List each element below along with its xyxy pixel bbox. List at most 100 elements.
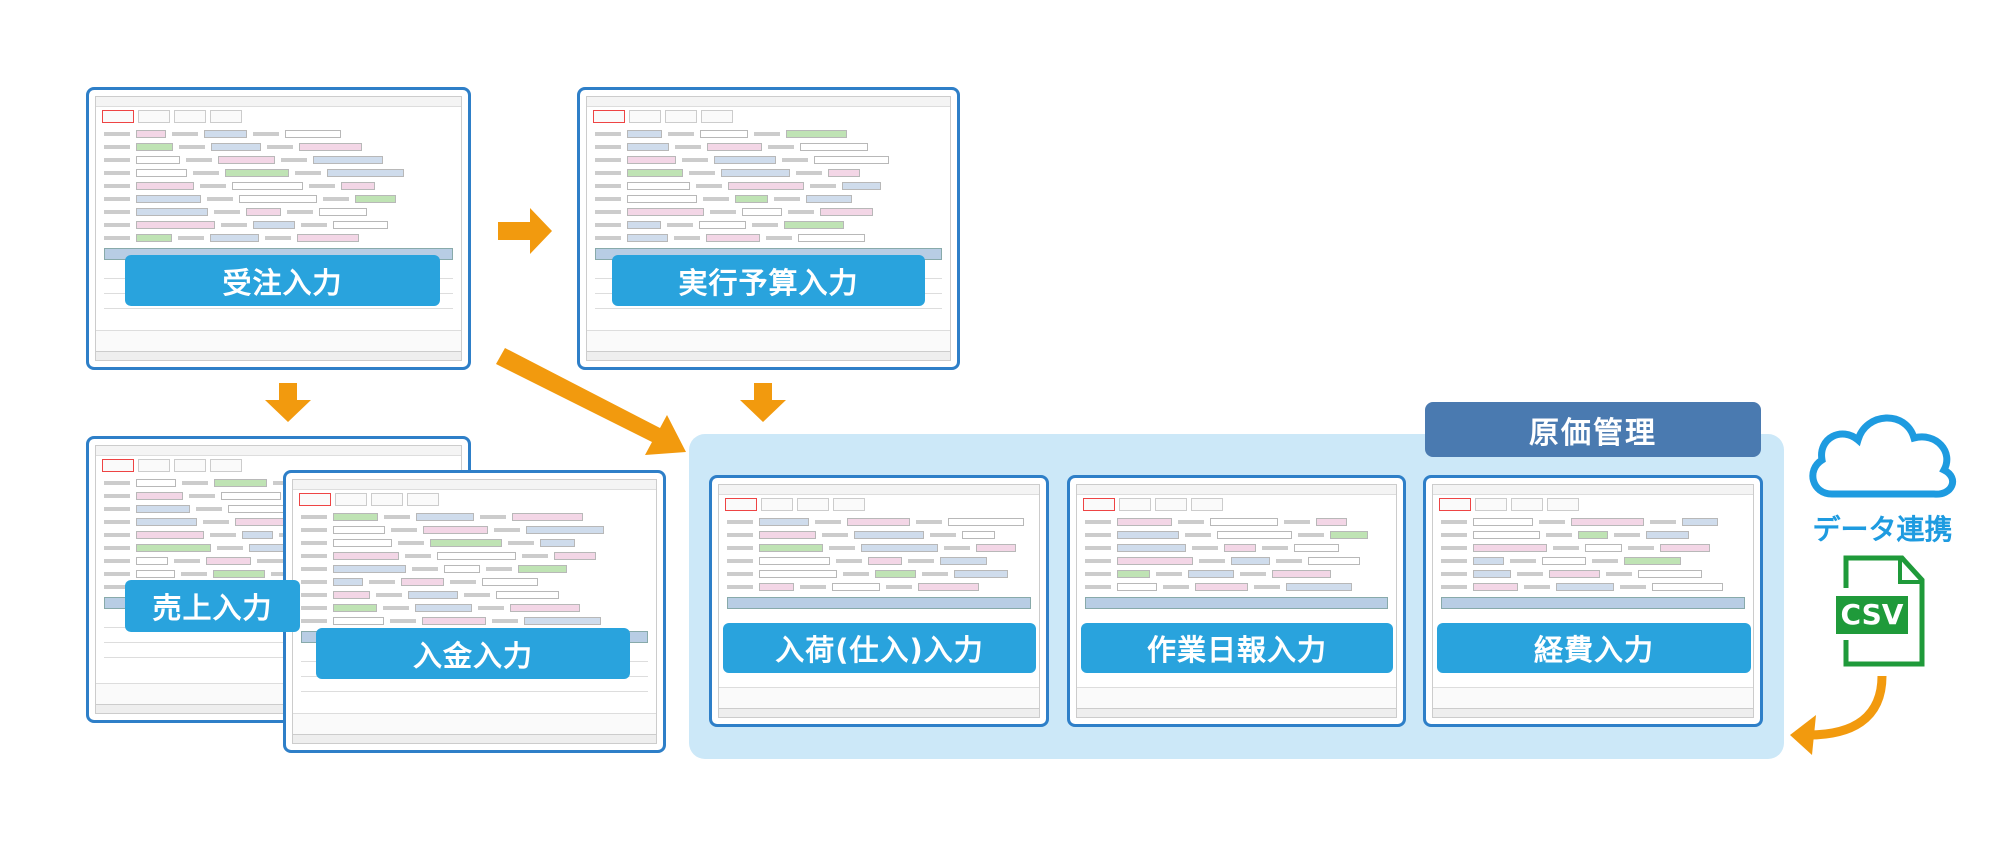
form-field[interactable] (1660, 543, 1710, 552)
form-field[interactable] (136, 207, 208, 216)
form-field[interactable] (627, 129, 662, 138)
daily-report-window[interactable] (1067, 475, 1406, 727)
tab[interactable] (725, 498, 757, 511)
form-field[interactable] (759, 530, 816, 539)
form-field[interactable] (1117, 556, 1193, 565)
form-field[interactable] (627, 181, 690, 190)
form-field[interactable] (333, 616, 384, 625)
form-field[interactable] (786, 129, 847, 138)
form-field[interactable] (221, 491, 281, 500)
form-field[interactable] (297, 233, 359, 242)
tab[interactable] (174, 459, 206, 472)
form-field[interactable] (422, 616, 486, 625)
form-field[interactable] (707, 142, 762, 151)
form-field[interactable] (214, 478, 267, 487)
form-field[interactable] (1473, 517, 1533, 526)
form-field[interactable] (136, 142, 173, 151)
tab[interactable] (210, 110, 242, 123)
form-field[interactable] (285, 129, 341, 138)
form-field[interactable] (759, 517, 809, 526)
form-field[interactable] (204, 129, 247, 138)
tab[interactable] (407, 493, 439, 506)
form-field[interactable] (333, 590, 370, 599)
form-field[interactable] (806, 194, 852, 203)
form-field[interactable] (854, 530, 924, 539)
tab[interactable] (335, 493, 367, 506)
tab[interactable] (210, 459, 242, 472)
form-field[interactable] (759, 556, 830, 565)
form-field[interactable] (136, 530, 204, 539)
tab[interactable] (797, 498, 829, 511)
form-field[interactable] (136, 504, 190, 513)
form-field[interactable] (496, 590, 559, 599)
form-field[interactable] (940, 556, 987, 565)
form-field[interactable] (800, 142, 868, 151)
form-field[interactable] (136, 517, 197, 526)
form-field[interactable] (1117, 582, 1157, 591)
tab[interactable] (833, 498, 865, 511)
form-field[interactable] (512, 512, 583, 521)
form-field[interactable] (1682, 517, 1718, 526)
form-field[interactable] (1308, 556, 1360, 565)
form-field[interactable] (136, 194, 201, 203)
expense-entry-window[interactable] (1423, 475, 1763, 727)
form-field[interactable] (333, 564, 406, 573)
form-field[interactable] (1217, 530, 1292, 539)
tab[interactable] (1439, 498, 1471, 511)
form-field[interactable] (1473, 582, 1518, 591)
form-field[interactable] (627, 220, 661, 229)
form-field[interactable] (1473, 530, 1540, 539)
form-field[interactable] (1473, 543, 1547, 552)
form-field[interactable] (136, 155, 180, 164)
grid-row[interactable] (595, 294, 942, 309)
form-field[interactable] (341, 181, 375, 190)
form-field[interactable] (524, 616, 601, 625)
form-field[interactable] (136, 478, 176, 487)
form-field[interactable] (759, 543, 823, 552)
form-field[interactable] (333, 538, 392, 547)
form-field[interactable] (948, 517, 1024, 526)
form-field[interactable] (327, 168, 404, 177)
grid-row[interactable] (104, 628, 453, 643)
form-field[interactable] (444, 564, 480, 573)
form-field[interactable] (1210, 517, 1278, 526)
form-field[interactable] (232, 181, 303, 190)
tab[interactable] (102, 110, 134, 123)
form-field[interactable] (415, 603, 472, 612)
form-field[interactable] (759, 569, 837, 578)
form-field[interactable] (1117, 543, 1186, 552)
form-field[interactable] (1624, 556, 1681, 565)
form-field[interactable] (401, 577, 444, 586)
form-field[interactable] (333, 577, 363, 586)
form-field[interactable] (1224, 543, 1256, 552)
tab[interactable] (1475, 498, 1507, 511)
form-field[interactable] (313, 155, 383, 164)
function-toolbar[interactable] (1433, 687, 1753, 708)
form-field[interactable] (136, 168, 187, 177)
form-field[interactable] (423, 525, 488, 534)
form-field[interactable] (526, 525, 604, 534)
form-field[interactable] (210, 233, 259, 242)
form-field[interactable] (416, 512, 474, 521)
form-field[interactable] (239, 194, 317, 203)
form-field[interactable] (333, 220, 388, 229)
form-field[interactable] (218, 155, 275, 164)
form-field[interactable] (714, 155, 776, 164)
tab[interactable] (761, 498, 793, 511)
budget-entry-window[interactable] (577, 87, 960, 370)
tab[interactable] (102, 459, 134, 472)
form-field[interactable] (954, 569, 1008, 578)
form-field[interactable] (430, 538, 502, 547)
form-field[interactable] (333, 525, 385, 534)
tab[interactable] (174, 110, 206, 123)
form-field[interactable] (784, 220, 844, 229)
form-field[interactable] (1473, 556, 1504, 565)
form-field[interactable] (482, 577, 538, 586)
form-field[interactable] (875, 569, 916, 578)
function-toolbar[interactable] (293, 713, 656, 734)
form-field[interactable] (136, 129, 166, 138)
form-field[interactable] (1646, 530, 1689, 539)
form-field[interactable] (540, 538, 575, 547)
tab[interactable] (1191, 498, 1223, 511)
tab[interactable] (138, 459, 170, 472)
